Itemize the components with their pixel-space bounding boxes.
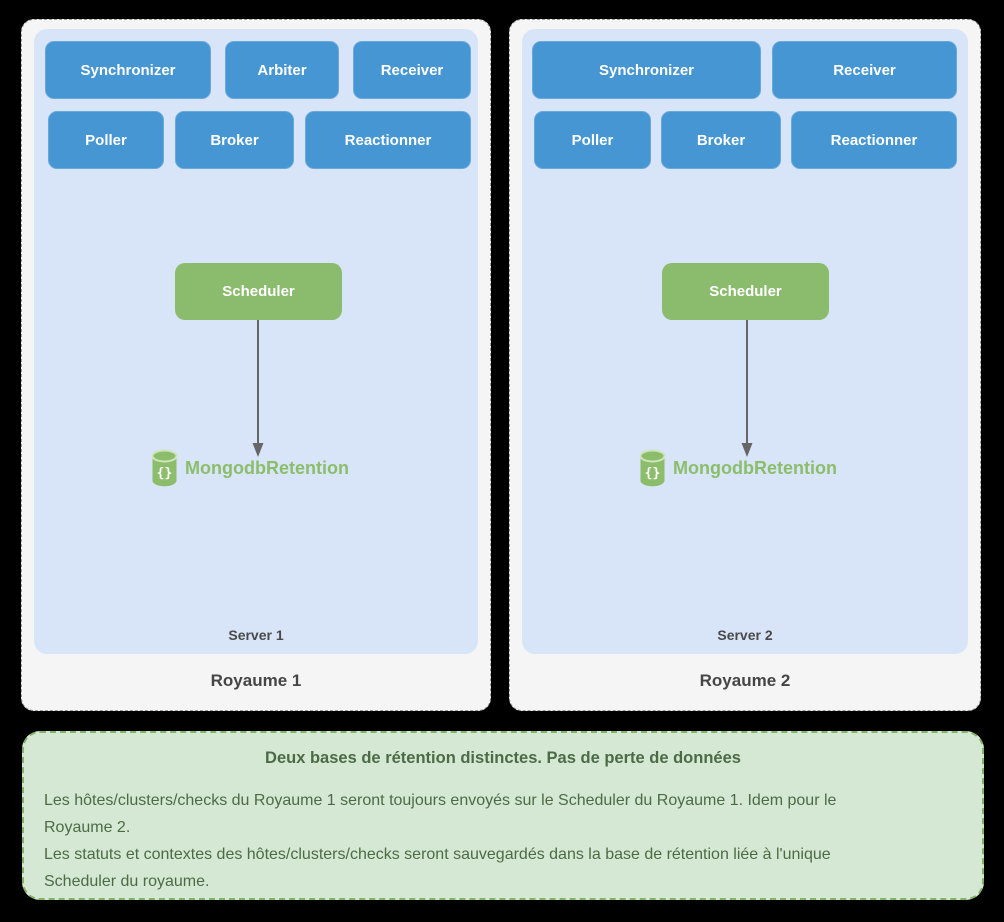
- svg-text:{}: {}: [645, 466, 661, 481]
- database-cylinder-braces-icon: {}: [639, 449, 666, 487]
- component-receiver: Receiver: [353, 41, 471, 99]
- server-1-label: Server 1: [228, 627, 284, 643]
- component-row-2: Poller Broker Reactionner: [534, 111, 957, 169]
- scheduler-box: Scheduler: [662, 263, 829, 320]
- note-line: Les statuts et contextes des hôtes/clust…: [44, 846, 831, 863]
- component-poller: Poller: [48, 111, 164, 169]
- database-cylinder-braces-icon: {}: [151, 449, 178, 487]
- retention-db-label: MongodbRetention: [185, 457, 349, 478]
- component-synchronizer: Synchronizer: [45, 41, 211, 99]
- note-line: Royaume 2.: [44, 819, 131, 836]
- component-row-1: Synchronizer Receiver: [532, 41, 957, 99]
- component-row-1: Synchronizer Arbiter Receiver: [45, 41, 471, 99]
- server-1-panel: Synchronizer Arbiter Receiver Poller Bro…: [34, 29, 478, 654]
- royaume-2-panel: Synchronizer Receiver Poller Broker Reac…: [509, 19, 981, 711]
- retention-db: {} MongodbRetention: [639, 449, 837, 487]
- note-line: Les hôtes/clusters/checks du Royaume 1 s…: [44, 792, 837, 809]
- note-line: Scheduler du royaume.: [44, 873, 210, 890]
- component-row-2: Poller Broker Reactionner: [48, 111, 471, 169]
- component-synchronizer: Synchronizer: [532, 41, 761, 99]
- royaume-2-title: Royaume 2: [699, 671, 791, 690]
- royaume-1-panel: Synchronizer Arbiter Receiver Poller Bro…: [21, 19, 491, 711]
- svg-text:{}: {}: [157, 466, 173, 481]
- component-reactionner: Reactionner: [791, 111, 957, 169]
- note-title: Deux bases de rétention distinctes. Pas …: [265, 749, 741, 767]
- scheduler-to-db-arrow: [741, 320, 753, 457]
- server-2-panel: Synchronizer Receiver Poller Broker Reac…: [522, 29, 968, 654]
- retention-db-label: MongodbRetention: [673, 457, 837, 478]
- component-broker: Broker: [661, 111, 781, 169]
- component-receiver: Receiver: [772, 41, 957, 99]
- royaume-1-title: Royaume 1: [210, 671, 302, 690]
- component-reactionner: Reactionner: [305, 111, 471, 169]
- component-arbiter: Arbiter: [225, 41, 339, 99]
- scheduler-to-db-arrow: [252, 320, 264, 457]
- note-box: Deux bases de rétention distinctes. Pas …: [22, 731, 984, 900]
- retention-db: {} MongodbRetention: [151, 449, 349, 487]
- scheduler-box: Scheduler: [175, 263, 342, 320]
- component-broker: Broker: [175, 111, 294, 169]
- server-2-label: Server 2: [717, 627, 773, 643]
- note-body: Les hôtes/clusters/checks du Royaume 1 s…: [44, 787, 962, 895]
- component-poller: Poller: [534, 111, 651, 169]
